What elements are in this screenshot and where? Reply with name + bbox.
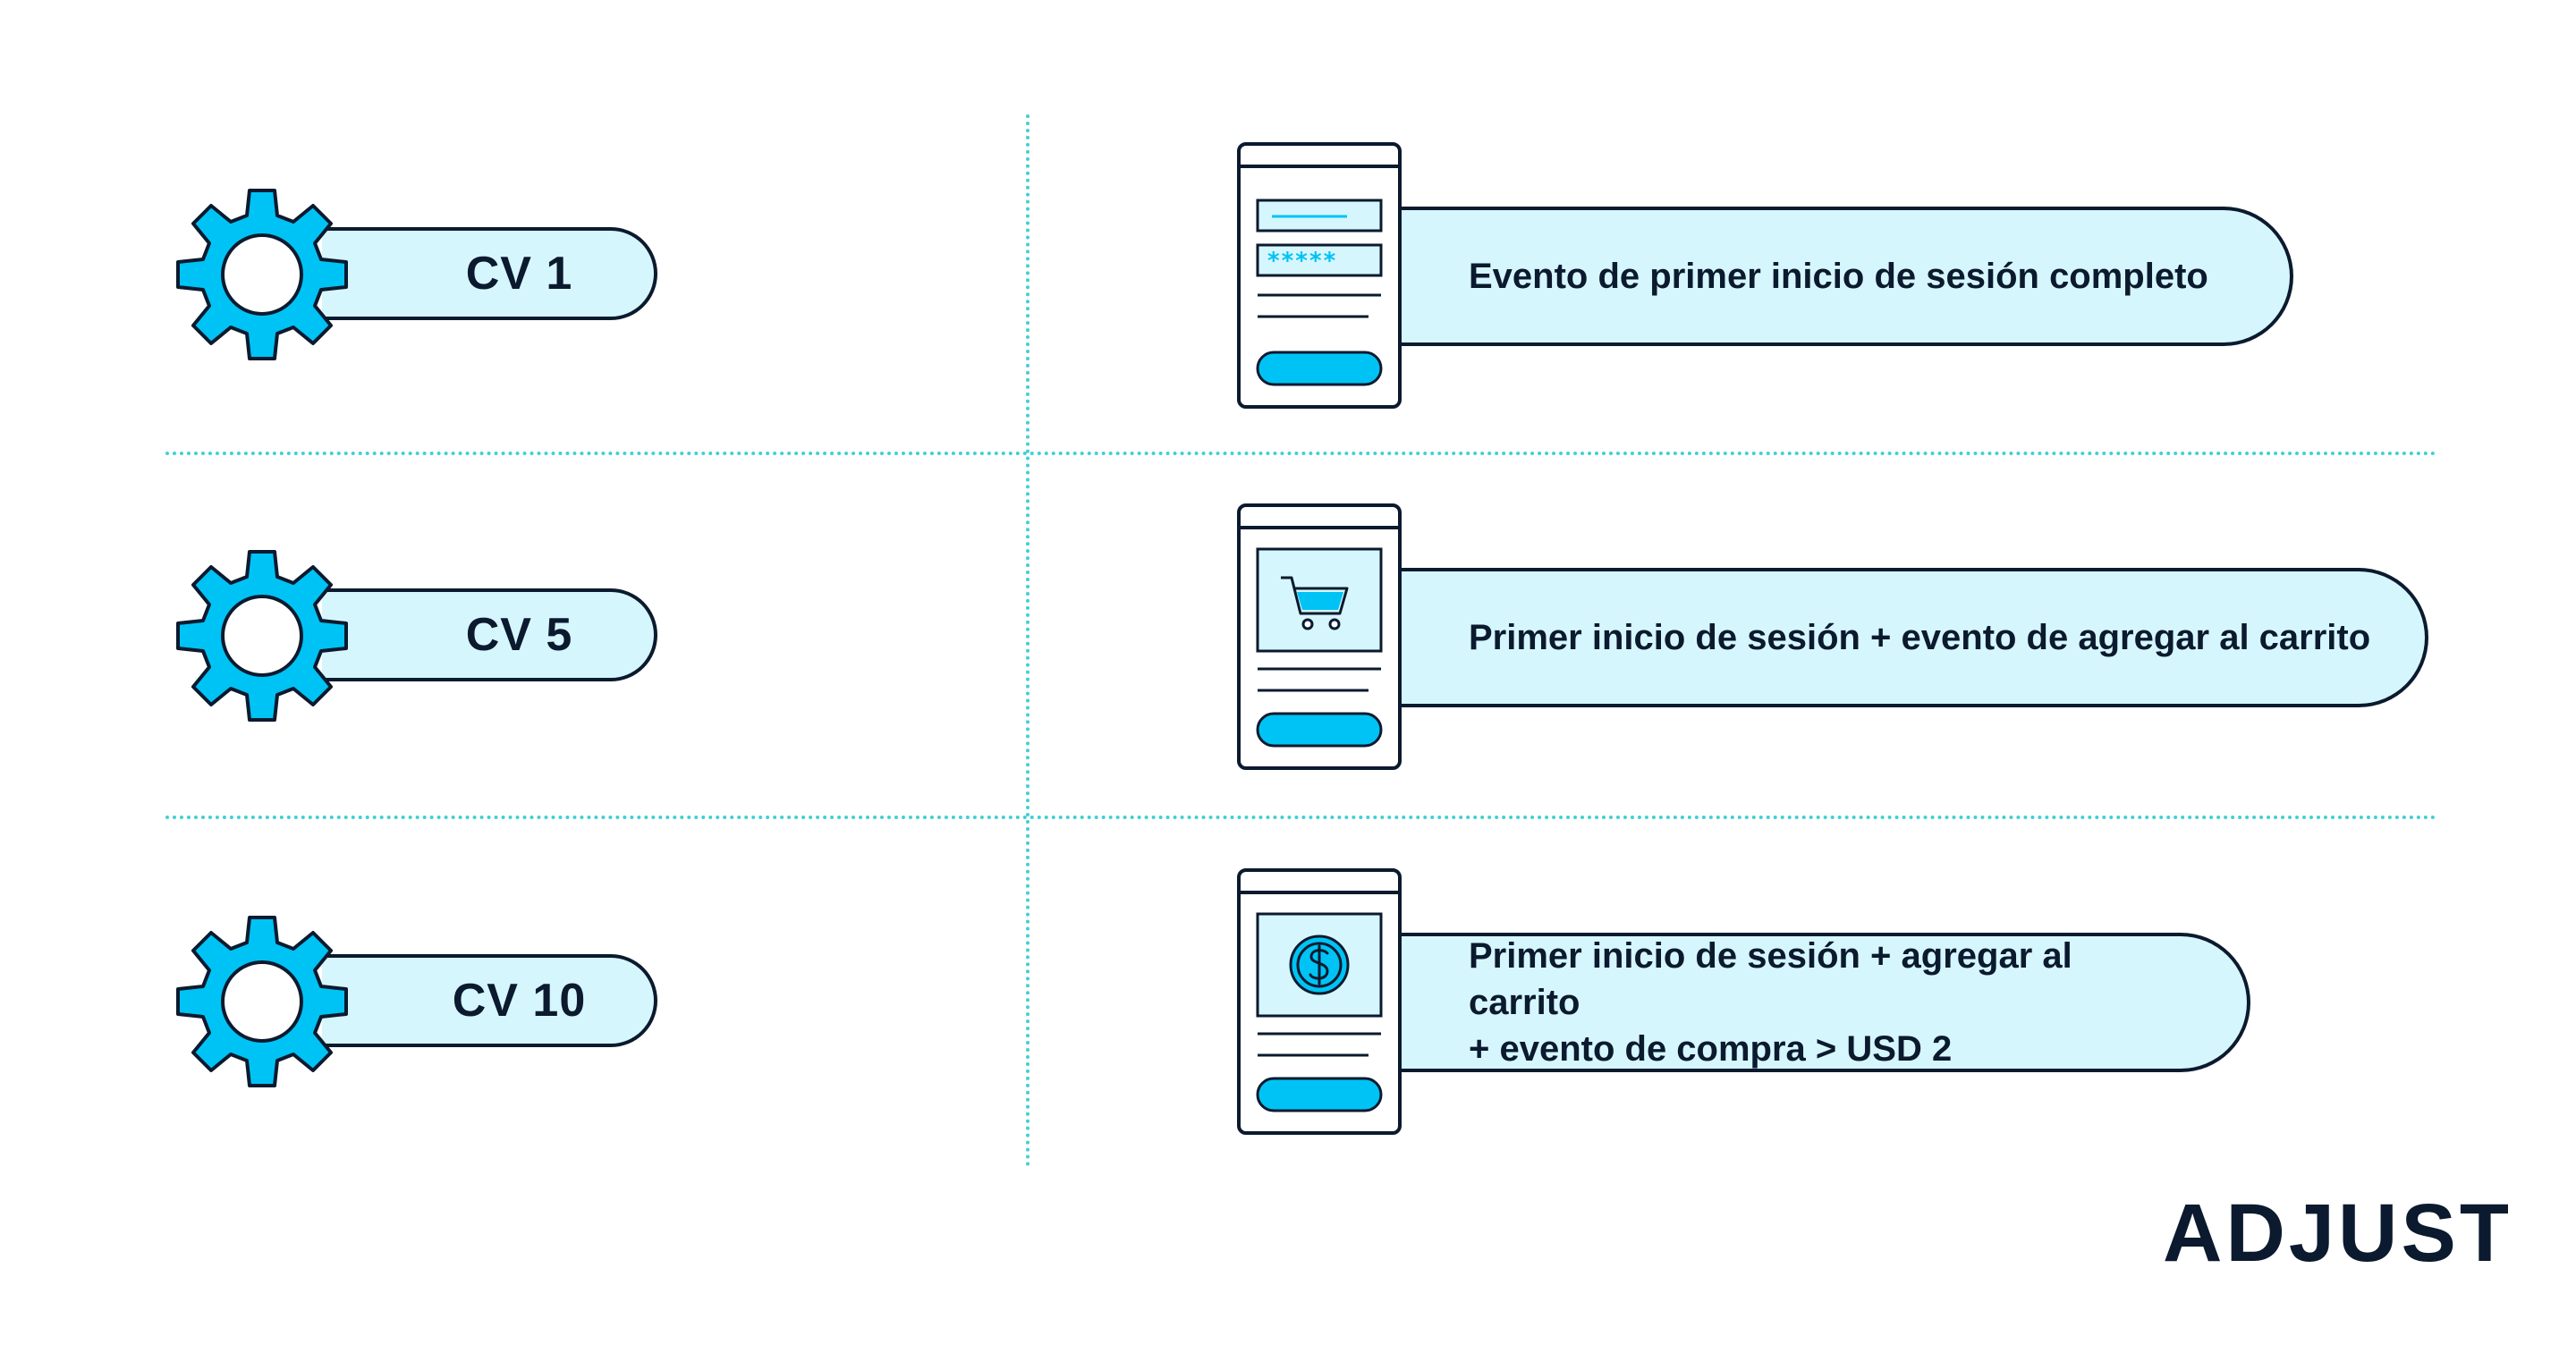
event-pill: Primer inicio de sesión + agregar al car…	[1395, 933, 2250, 1072]
vertical-divider	[1026, 114, 1030, 1167]
cv-label: CV 1	[465, 248, 573, 300]
cv-label-pill: CV 10	[322, 954, 657, 1047]
event-line: Primer inicio de sesión + evento de agre…	[1469, 618, 2371, 657]
adjust-logo: ADJUST	[2163, 1189, 2508, 1275]
horizontal-divider-1	[165, 452, 2437, 455]
event-description: Primer inicio de sesión + agregar al car…	[1469, 933, 2193, 1072]
event-description: Primer inicio de sesión + evento de agre…	[1469, 614, 2370, 661]
login-form-icon: *****	[1237, 142, 1402, 409]
dollar-coin-icon	[1237, 868, 1402, 1135]
event-line: Evento de primer inicio de sesión comple…	[1469, 257, 2208, 296]
event-pill: Evento de primer inicio de sesión comple…	[1395, 207, 2293, 346]
gear-icon	[176, 189, 348, 360]
cv-label-pill: CV 5	[322, 588, 657, 681]
brand-wordmark: ADJUST	[2163, 1189, 2508, 1275]
event-description: Evento de primer inicio de sesión comple…	[1469, 253, 2208, 300]
password-mask: *****	[1267, 248, 1336, 275]
event-pill: Primer inicio de sesión + evento de agre…	[1395, 568, 2428, 707]
gear-icon	[176, 916, 348, 1087]
cv-label-pill: CV 1	[322, 227, 657, 320]
cv-label: CV 5	[465, 609, 573, 661]
event-line: Primer inicio de sesión + agregar al car…	[1469, 936, 2072, 1022]
shopping-cart-icon	[1237, 503, 1402, 770]
cv-label: CV 10	[452, 975, 587, 1027]
gear-icon	[176, 550, 348, 722]
horizontal-divider-2	[165, 816, 2437, 819]
event-line: + evento de compra > USD 2	[1469, 1029, 1953, 1069]
